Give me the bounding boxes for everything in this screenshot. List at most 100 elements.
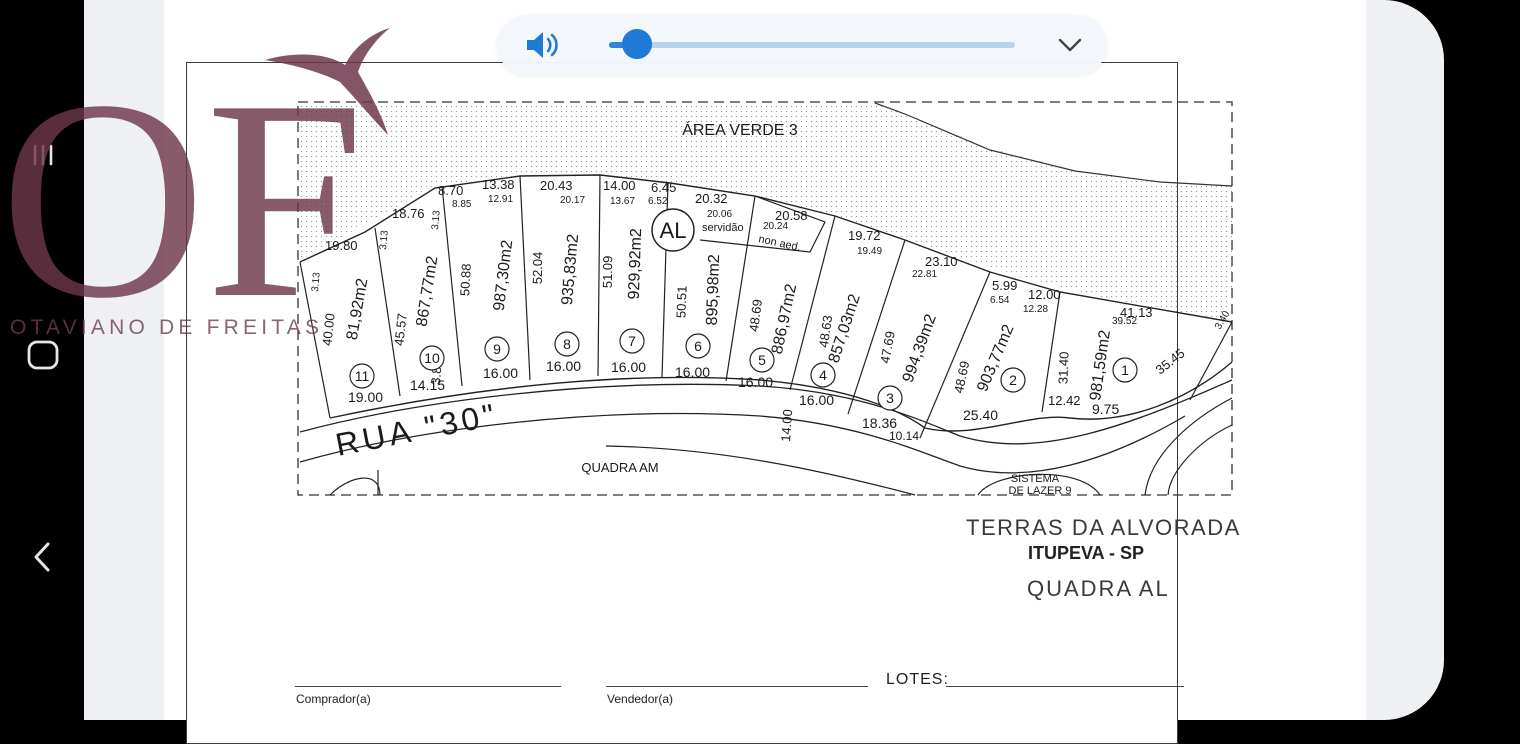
lot-side-dim: 48.69 bbox=[951, 360, 972, 395]
rear-dim: 5.99 bbox=[992, 278, 1017, 293]
buyer-label: Comprador(a) bbox=[296, 692, 371, 706]
rear-dim: 20.58 bbox=[775, 208, 808, 223]
lot-side-dim: 50.51 bbox=[673, 285, 689, 318]
lot-front-dim: 18.36 bbox=[862, 415, 897, 431]
easement-label: non aed. bbox=[757, 233, 801, 254]
volume-slider-track[interactable] bbox=[609, 42, 1015, 48]
street-width-dim: 14.00 bbox=[778, 409, 795, 443]
lot-front-dim: 16.00 bbox=[483, 365, 518, 381]
lot-number: 11 bbox=[355, 368, 370, 384]
rear-dim: 18.76 bbox=[392, 206, 425, 221]
lot-side-dim: 48.63 bbox=[816, 314, 835, 348]
lot-area: 929,92m2 bbox=[626, 228, 645, 300]
lot-side-dim: 50.88 bbox=[457, 263, 474, 296]
lot-number-circle bbox=[1000, 367, 1026, 393]
lot-area: 886,97m2 bbox=[769, 282, 800, 355]
lot-front-dim: 14.15 bbox=[410, 377, 445, 393]
speaker-icon[interactable] bbox=[523, 29, 563, 61]
front-dim: 12.42 bbox=[1048, 393, 1081, 408]
lot-number: 8 bbox=[563, 336, 571, 352]
volume-panel bbox=[497, 15, 1107, 75]
system-nav-bar bbox=[0, 0, 84, 720]
front-dim: 10.14 bbox=[889, 429, 919, 443]
easement-label: servidão bbox=[702, 222, 744, 234]
leisure-label: SISTEMA bbox=[1011, 473, 1060, 485]
watermark-brand: OTAVIANO DE FREITAS bbox=[10, 316, 324, 339]
recent-apps-icon[interactable] bbox=[24, 136, 62, 174]
lot-front-dim: 25.40 bbox=[963, 407, 998, 423]
rear-dim: 19.80 bbox=[325, 238, 358, 253]
seller-signature-line bbox=[606, 686, 868, 687]
lot-front-dim: 9.75 bbox=[1092, 401, 1119, 417]
rear-dim: 12.28 bbox=[1023, 304, 1048, 315]
rear-dim: 8.85 bbox=[452, 199, 472, 210]
rear-dim: 20.32 bbox=[695, 191, 728, 206]
rear-dim: 12.91 bbox=[488, 194, 513, 205]
lot-side-dim: 40.00 bbox=[319, 313, 337, 347]
rear-dim: 41.13 bbox=[1120, 305, 1153, 320]
block-badge bbox=[651, 208, 695, 252]
rear-dim: 6.52 bbox=[648, 196, 668, 207]
rear-dim: 22.81 bbox=[912, 269, 937, 280]
rear-dim: 6.54 bbox=[990, 295, 1010, 306]
lot-number-circle bbox=[810, 362, 836, 388]
lot-number: 9 bbox=[493, 341, 501, 357]
lot-number-circle bbox=[749, 347, 775, 373]
watermark-logo-text: OF bbox=[0, 41, 364, 320]
lot-number: 2 bbox=[1009, 372, 1017, 388]
lot-number: 6 bbox=[694, 338, 702, 354]
rear-dim: 19.49 bbox=[857, 246, 882, 257]
rear-dim: 20.24 bbox=[763, 221, 788, 232]
rear-dim: 13.67 bbox=[610, 196, 635, 207]
rear-dim: 19.72 bbox=[848, 228, 881, 243]
development-title: TERRAS DA ALVORADA bbox=[966, 515, 1241, 540]
chevron-down-icon[interactable] bbox=[1055, 32, 1085, 58]
leisure-label: DE LAZER 9 bbox=[1009, 485, 1072, 497]
city-label: ITUPEVA - SP bbox=[1028, 543, 1145, 563]
lot-area: 994,39m2 bbox=[900, 312, 940, 385]
rear-dim: 13.38 bbox=[482, 177, 515, 192]
rear-dim: 12.00 bbox=[1028, 287, 1061, 302]
lot-area: 867,77m2 bbox=[414, 255, 442, 328]
watermark-logo: OF bbox=[0, 28, 390, 320]
back-icon[interactable] bbox=[24, 538, 62, 576]
lots-label: LOTES: bbox=[886, 671, 949, 688]
street-label: RUA "30" bbox=[332, 396, 501, 463]
green-area-hatch bbox=[300, 103, 1232, 320]
buyer-signature-line bbox=[295, 686, 561, 687]
home-icon[interactable] bbox=[24, 336, 62, 374]
rear-dim: 39.52 bbox=[1112, 316, 1137, 327]
plan-frame bbox=[297, 101, 1233, 496]
lot-number: 1 bbox=[1121, 362, 1129, 378]
lot-area: 987,30m2 bbox=[491, 239, 517, 312]
side-dim: 3.13 bbox=[378, 229, 391, 250]
lot-front-dim: 19.00 bbox=[348, 389, 383, 405]
rear-dim: 23.10 bbox=[925, 254, 958, 269]
lot-number: 7 bbox=[628, 333, 636, 349]
volume-slider-thumb[interactable] bbox=[622, 29, 652, 59]
lot-side-dim: 52.04 bbox=[530, 252, 546, 285]
lot-area: 895,98m2 bbox=[704, 254, 723, 326]
lot-area: 981,59m2 bbox=[1087, 329, 1114, 402]
lot-number-circle bbox=[685, 333, 711, 359]
lot-number-circle bbox=[1112, 357, 1138, 383]
rear-dim: 14.00 bbox=[603, 178, 636, 193]
lot-side-dim: 45.57 bbox=[391, 313, 409, 347]
rear-dim: 20.43 bbox=[540, 178, 573, 193]
lot-number: 4 bbox=[819, 367, 827, 383]
side-dim: 35.45 bbox=[1153, 346, 1188, 378]
lot-front-dim: 16.00 bbox=[738, 374, 773, 390]
lot-plan-drawing: ÁREA VERDE 3 19.80 18.76 8.70 8.85 13.38… bbox=[297, 101, 1233, 497]
lot-front-dim: 16.00 bbox=[611, 359, 646, 375]
rear-dim: 20.17 bbox=[560, 195, 585, 206]
lot-side-dim: 48.69 bbox=[746, 298, 765, 332]
lot-side-dim: 47.69 bbox=[877, 330, 897, 365]
quadra-title: QUADRA AL bbox=[1027, 576, 1170, 601]
quadra-am-label: QUADRA AM bbox=[581, 460, 658, 475]
side-dim: 3.13 bbox=[310, 271, 323, 292]
lot-number-circle bbox=[554, 331, 580, 357]
lot-front-dim: 16.00 bbox=[799, 392, 834, 408]
lot-front-dim: 16.00 bbox=[675, 364, 710, 380]
lot-front-dim: 16.00 bbox=[546, 358, 581, 374]
lots-line bbox=[946, 686, 1184, 687]
